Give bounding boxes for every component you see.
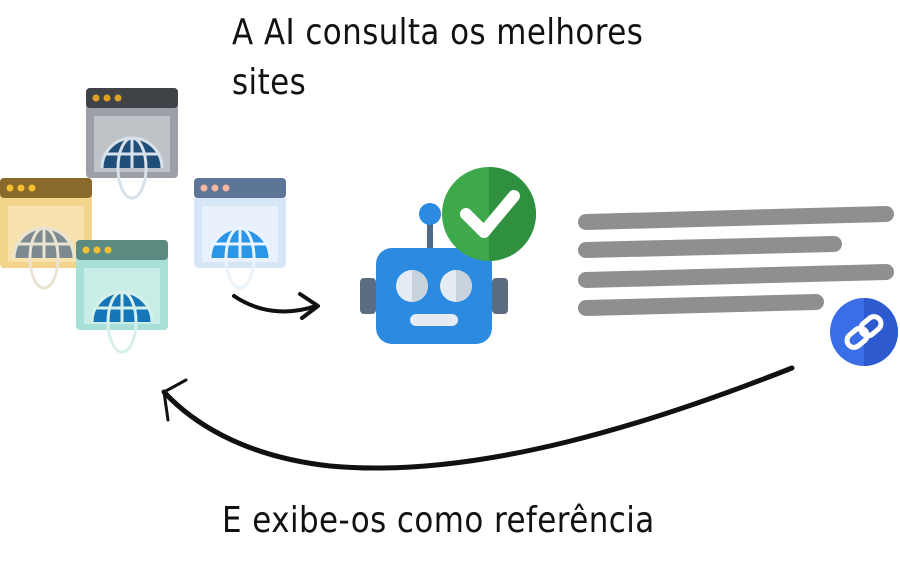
arrow-to-robot [232, 292, 320, 320]
arrow-back-to-websites [161, 365, 795, 471]
caption-top: A AI consulta os melhores sites [232, 12, 644, 103]
caption-bottom: E exibe-os como referência [222, 500, 655, 541]
browser-globe-icon-teal [76, 240, 168, 354]
browser-globe-icon-yellow [0, 178, 92, 290]
browser-globe-icon-gray [86, 88, 178, 200]
browser-globe-icon-blue [194, 178, 286, 290]
robot-icon [360, 203, 508, 344]
chain-link-icon [830, 298, 898, 366]
checkmark-icon [442, 167, 536, 261]
text-lines-icon [578, 206, 894, 316]
